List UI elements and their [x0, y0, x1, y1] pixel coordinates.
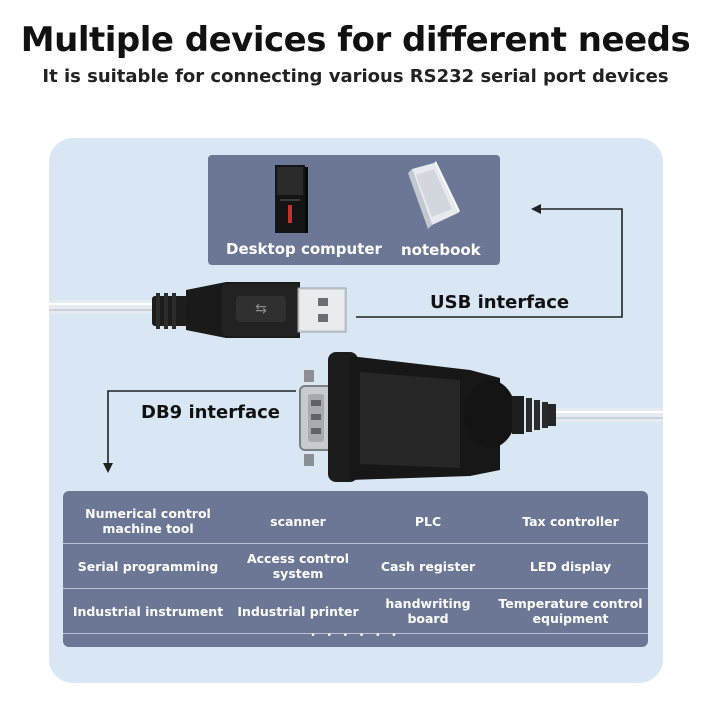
grid-cell: Cash register	[380, 558, 476, 574]
grid-cell: Access control system	[246, 551, 350, 581]
page-title: Multiple devices for different needs	[20, 20, 691, 60]
db9-connector	[299, 352, 556, 482]
grid-row: Serial programming Access control system…	[63, 543, 648, 587]
desktop-tower-icon	[275, 165, 308, 233]
grid-divider	[63, 633, 648, 634]
grid-cell: Numerical control machine tool	[85, 506, 211, 536]
grid-cell: PLC	[414, 513, 442, 529]
grid-cell: scanner	[270, 513, 326, 529]
page-subtitle: It is suitable for connecting various RS…	[42, 66, 669, 87]
grid-cell: handwriting board	[385, 596, 471, 626]
grid-row: Numerical control machine tool scanner P…	[63, 499, 648, 543]
grid-cell: LED display	[529, 558, 612, 574]
grid-cell: Tax controller	[522, 513, 619, 529]
grid-row: Industrial instrument Industrial printer…	[63, 588, 648, 632]
usb-connector: ⇆	[152, 282, 347, 338]
grid-cell: Industrial printer	[237, 603, 359, 619]
grid-cell: Industrial instrument	[72, 603, 224, 619]
device-grid: Numerical control machine tool scanner P…	[63, 491, 648, 647]
db9-interface-label: DB9 interface	[141, 402, 280, 423]
db9-arrow	[103, 390, 296, 473]
pagination-dots[interactable]: • • • • • •	[310, 631, 401, 641]
notebook-label: notebook	[401, 241, 481, 259]
grid-cell: Temperature control equipment	[498, 596, 643, 626]
notebook-laptop-icon	[408, 161, 460, 229]
usb-interface-label: USB interface	[430, 292, 570, 313]
svg-text:⇆: ⇆	[255, 301, 267, 317]
db9-cable	[556, 408, 663, 422]
device-box: Desktop computer notebook	[208, 155, 500, 265]
usb-arrow	[356, 204, 623, 318]
grid-cell: Serial programming	[77, 558, 219, 574]
usb-cable	[49, 300, 159, 314]
desktop-computer-label: Desktop computer	[226, 240, 382, 258]
